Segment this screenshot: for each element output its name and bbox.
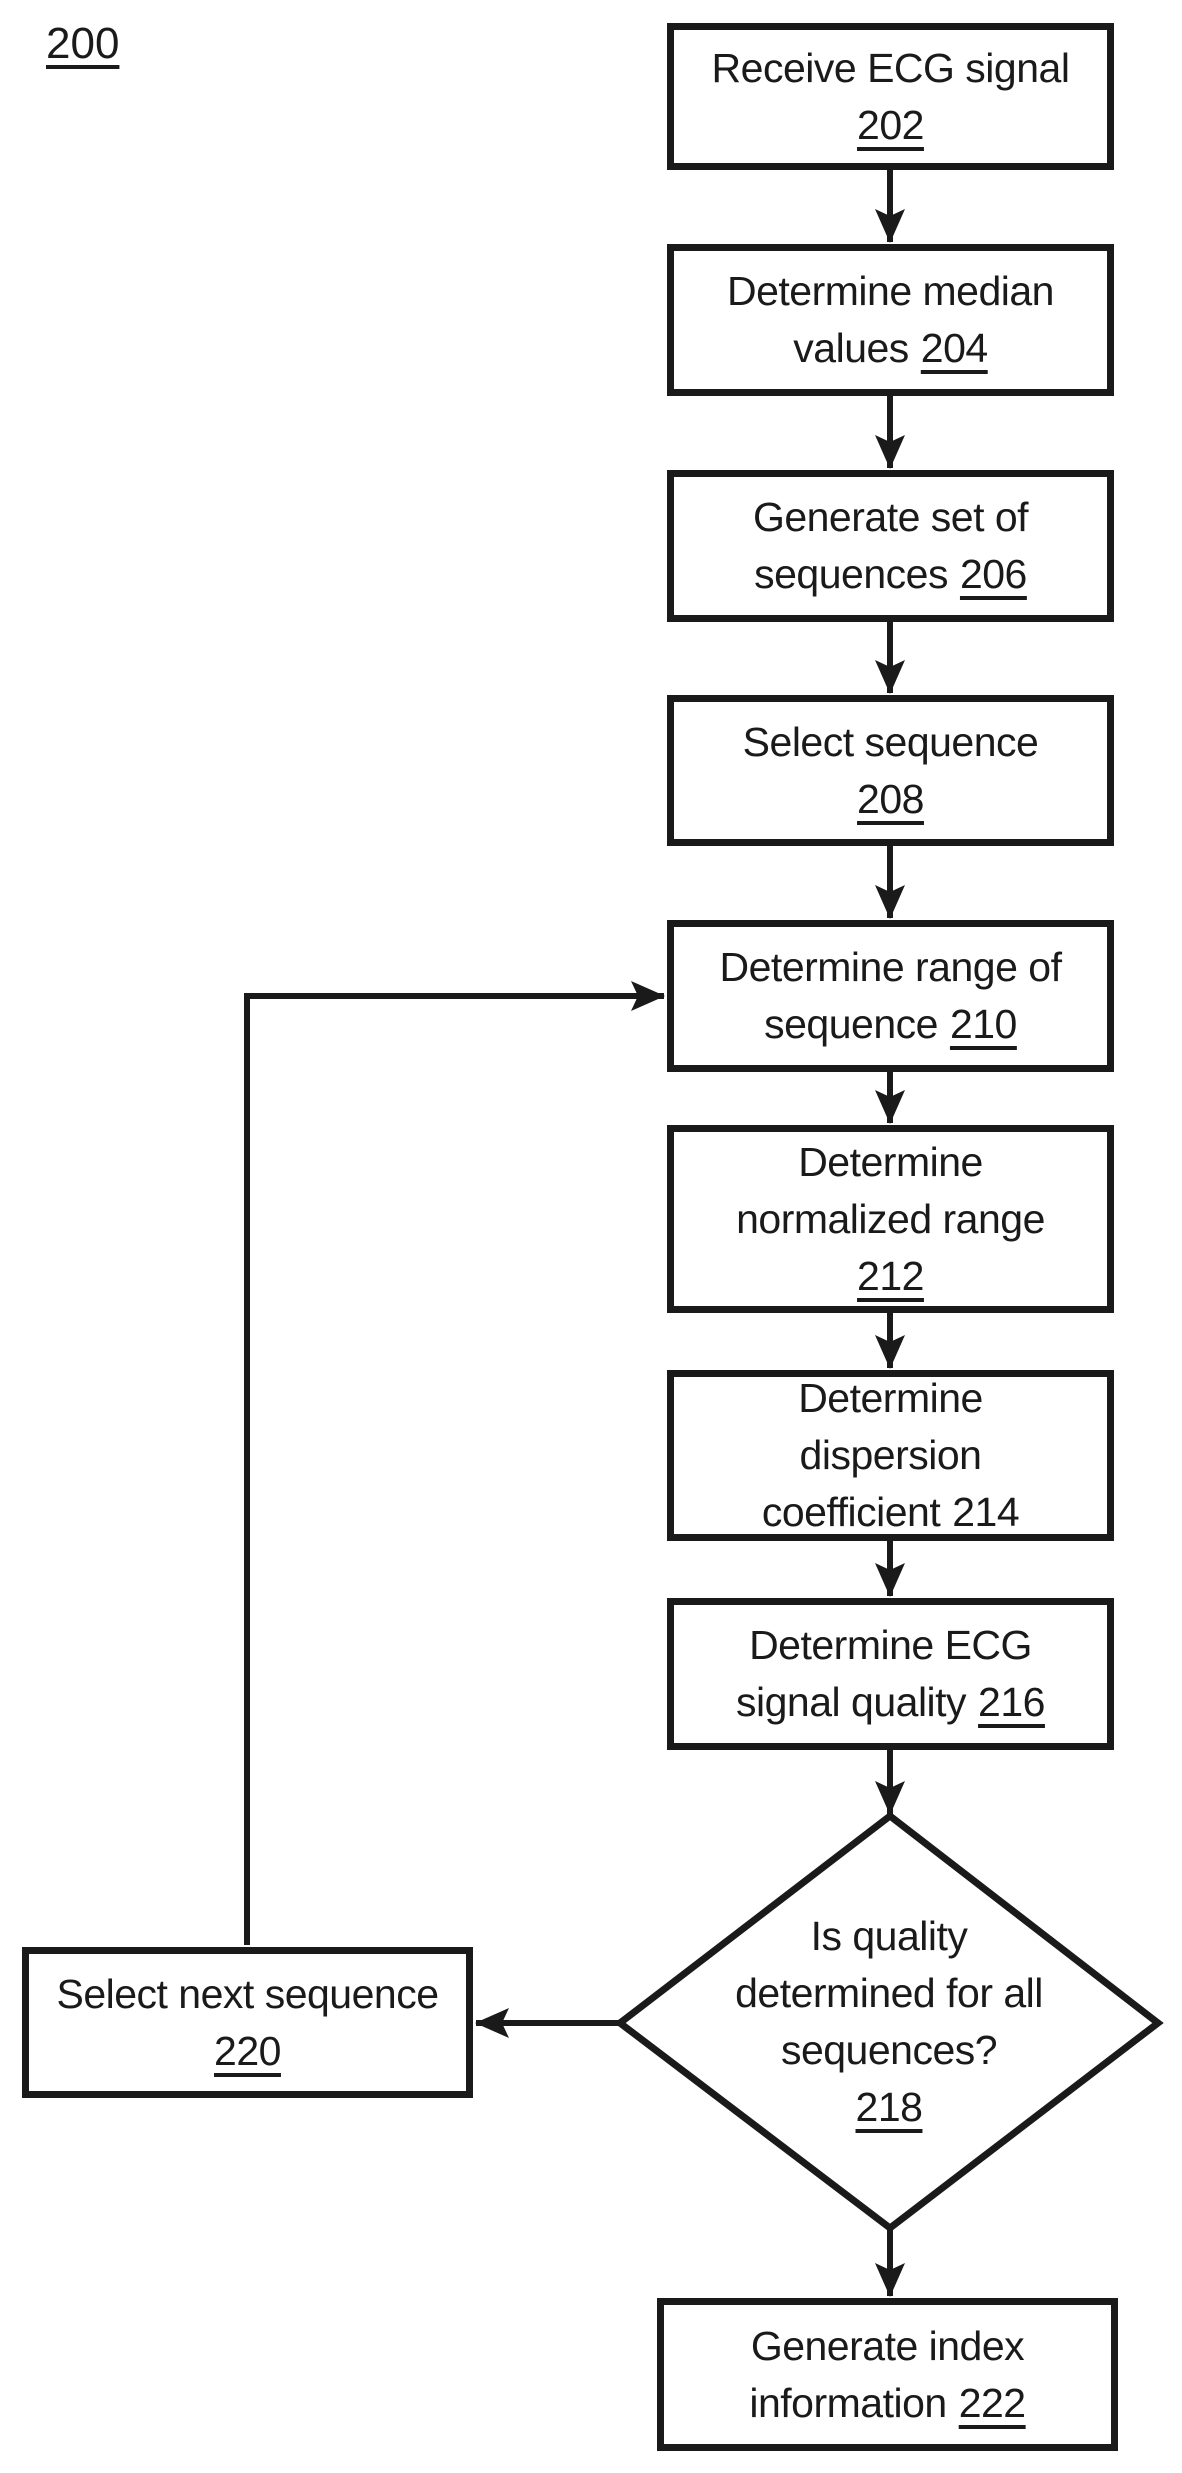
step-206-ref: 206 — [959, 551, 1027, 597]
step-214-ref: 214 — [952, 1489, 1020, 1535]
step-202-text: Receive ECG signal — [711, 44, 1070, 91]
decision-218-ref: 218 — [855, 2084, 923, 2130]
step-204-text: Determine median — [727, 268, 1055, 314]
step-210-text: Determine range of — [719, 944, 1062, 990]
decision-diamond-218-shape — [614, 1811, 1164, 2233]
flow-step-220: Select next sequence 220 — [22, 1947, 473, 2098]
step-222-ref: 222 — [958, 2379, 1026, 2426]
step-214-text: Determine — [798, 1375, 983, 1421]
step-212-ref: 212 — [857, 1252, 924, 1299]
step-208-text: Select sequence — [742, 718, 1039, 765]
step-220-ref: 220 — [214, 2027, 281, 2074]
step-206-text: Generate set of — [752, 494, 1029, 540]
decision-218-text: Is quality — [810, 1913, 968, 1959]
step-208-ref: 208 — [857, 775, 924, 822]
step-216-text: Determine ECG — [749, 1622, 1032, 1668]
step-210-ref: 210 — [949, 1001, 1017, 1047]
step-220-text: Select next sequence — [56, 1970, 439, 2017]
figure-label: 200 — [46, 19, 120, 68]
step-212-text: Determine — [798, 1138, 983, 1185]
step-222-text: Generate index — [750, 2322, 1025, 2369]
step-202-ref: 202 — [857, 101, 924, 148]
flow-step-208: Select sequence 208 — [667, 695, 1114, 846]
step-216-ref: 216 — [978, 1679, 1045, 1725]
flow-step-202: Receive ECG signal 202 — [667, 23, 1114, 170]
step-204-ref: 204 — [920, 325, 988, 371]
loop-arrow-220-to-210 — [244, 981, 665, 1945]
flow-step-212: Determine normalized range 212 — [667, 1125, 1114, 1313]
flow-decision-218: Is quality determined for all sequences?… — [620, 1826, 1158, 2218]
